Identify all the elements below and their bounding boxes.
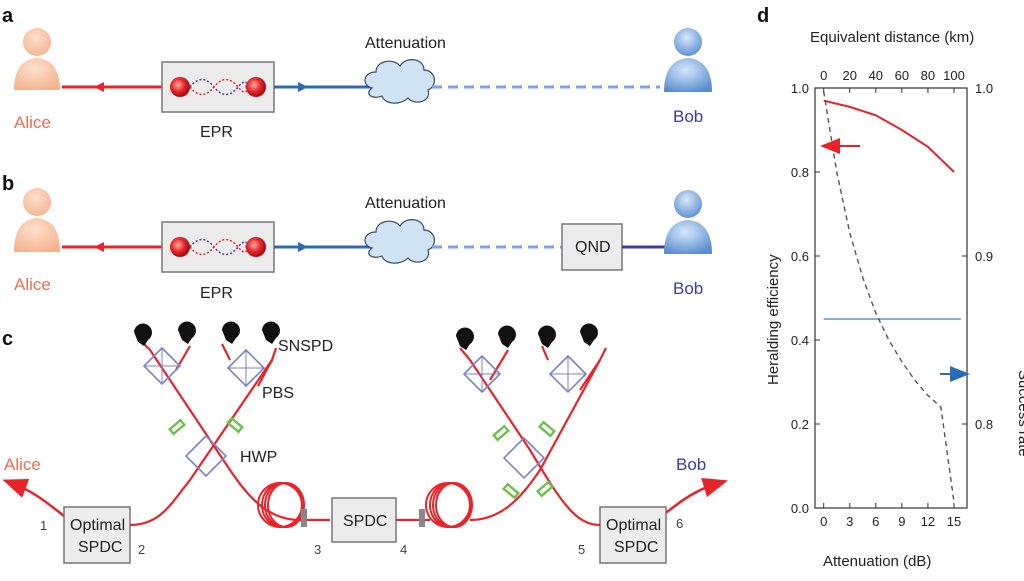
port-number: 6 xyxy=(676,516,683,531)
bob-label: Bob xyxy=(673,107,703,126)
series-line-0 xyxy=(823,99,955,173)
chart-ticks: 0 3 6 9 12 15 0 20 40 60 80 100 0.0 0.2 0.4 0.6 0.8 1.0 0.… xyxy=(791,68,993,529)
panel-d: d Equivalent distance (km) Attenuation (… xyxy=(757,5,1024,570)
attenuation-cloud-icon xyxy=(364,219,435,264)
optimal-spdc-right-box xyxy=(599,506,667,564)
y2-axis-title: Success rate xyxy=(1015,370,1024,457)
spdc-label: SPDC xyxy=(343,513,387,530)
x-tick-label: 3 xyxy=(846,514,853,529)
bob-output-fiber xyxy=(661,478,728,517)
epr-source-box xyxy=(161,221,275,273)
bob-person-icon xyxy=(664,190,712,254)
y-tick-label: 0.8 xyxy=(791,165,809,180)
panel-a-label: a xyxy=(2,5,14,27)
y-tick-label: 0.4 xyxy=(791,333,809,348)
spdc-box xyxy=(331,497,397,543)
panel-a: a Alice EPR Attenuation xyxy=(2,5,712,141)
arrow-right-icon xyxy=(298,82,308,92)
bob-person-icon xyxy=(664,28,712,92)
y-tick-label: 1.0 xyxy=(791,81,809,96)
x2-tick-label: 100 xyxy=(943,68,965,83)
arrow-left-icon xyxy=(94,82,104,92)
fiber-spool-right xyxy=(425,482,473,528)
x-tick-label: 0 xyxy=(820,514,827,529)
snspd-label: SNSPD xyxy=(278,338,333,355)
arrow-left-icon xyxy=(94,242,104,252)
pbs-label: PBS xyxy=(262,385,294,402)
y2-tick-label: 0.8 xyxy=(975,417,993,432)
y2-tick-label: 1.0 xyxy=(975,81,993,96)
alice-person-icon xyxy=(14,188,60,252)
qnd-label: QND xyxy=(575,239,611,256)
panel-c-label: c xyxy=(2,328,13,350)
alice-person-icon xyxy=(14,28,60,90)
x-axis-title: Attenuation (dB) xyxy=(823,553,931,570)
panel-b-label: b xyxy=(2,173,14,195)
bob-label: Bob xyxy=(676,455,706,474)
epr-label: EPR xyxy=(200,124,233,141)
y2-tick-label: 0.9 xyxy=(975,249,993,264)
epr-source-box xyxy=(161,61,275,113)
bob-label: Bob xyxy=(673,279,703,298)
hwp-label: HWP xyxy=(240,449,277,466)
optimal-spdc-left-line1: Optimal xyxy=(70,517,125,534)
snspd-detector-icon xyxy=(134,321,598,350)
arrow-right-icon xyxy=(298,242,308,252)
y-tick-label: 0.6 xyxy=(791,249,809,264)
plot-frame xyxy=(814,87,968,509)
attenuation-cloud-icon xyxy=(364,59,435,104)
port-number: 5 xyxy=(578,542,585,557)
x2-axis-title: Equivalent distance (km) xyxy=(810,29,974,46)
panel-b: b Alice EPR Attenuation QND xyxy=(2,173,712,302)
panel-c: c Alice Bob Optimal SPDC Optimal SPDC SP… xyxy=(2,321,728,564)
y-tick-label: 0.2 xyxy=(791,417,809,432)
optimal-spdc-left-box xyxy=(63,506,131,564)
attenuation-label: Attenuation xyxy=(365,195,446,212)
x2-tick-label: 20 xyxy=(843,68,857,83)
fiber-connector xyxy=(301,509,307,527)
optimal-spdc-left-line2: SPDC xyxy=(78,539,122,556)
x2-tick-label: 60 xyxy=(895,68,909,83)
alice-label: Alice xyxy=(4,455,41,474)
alice-label: Alice xyxy=(14,275,51,294)
alice-label: Alice xyxy=(14,113,51,132)
hwp-plate-icon xyxy=(168,416,556,500)
attenuation-label: Attenuation xyxy=(365,35,446,52)
x-tick-label: 6 xyxy=(872,514,879,529)
x-tick-label: 15 xyxy=(947,514,961,529)
alice-output-fiber xyxy=(2,479,65,517)
port-number: 2 xyxy=(138,542,145,557)
panel-d-label: d xyxy=(757,5,769,27)
y-axis-title: Heralding efficiency xyxy=(765,254,782,385)
optimal-spdc-right-line1: Optimal xyxy=(606,517,661,534)
epr-label: EPR xyxy=(200,285,233,302)
x-tick-label: 12 xyxy=(921,514,935,529)
optimal-spdc-right-line2: SPDC xyxy=(614,539,658,556)
fiber-spool-left xyxy=(257,482,305,528)
port-number: 4 xyxy=(400,542,407,557)
x2-tick-label: 80 xyxy=(921,68,935,83)
x-tick-label: 9 xyxy=(898,514,905,529)
port-number: 3 xyxy=(314,542,321,557)
x2-tick-label: 40 xyxy=(869,68,883,83)
right-interferometer-fibers xyxy=(459,345,607,527)
port-number: 1 xyxy=(40,518,47,533)
y-tick-label: 0.0 xyxy=(791,501,809,516)
pbs-cube-icon xyxy=(142,346,588,480)
fiber-connector xyxy=(419,509,425,527)
x2-tick-label: 0 xyxy=(820,68,827,83)
chart-series xyxy=(823,91,961,503)
